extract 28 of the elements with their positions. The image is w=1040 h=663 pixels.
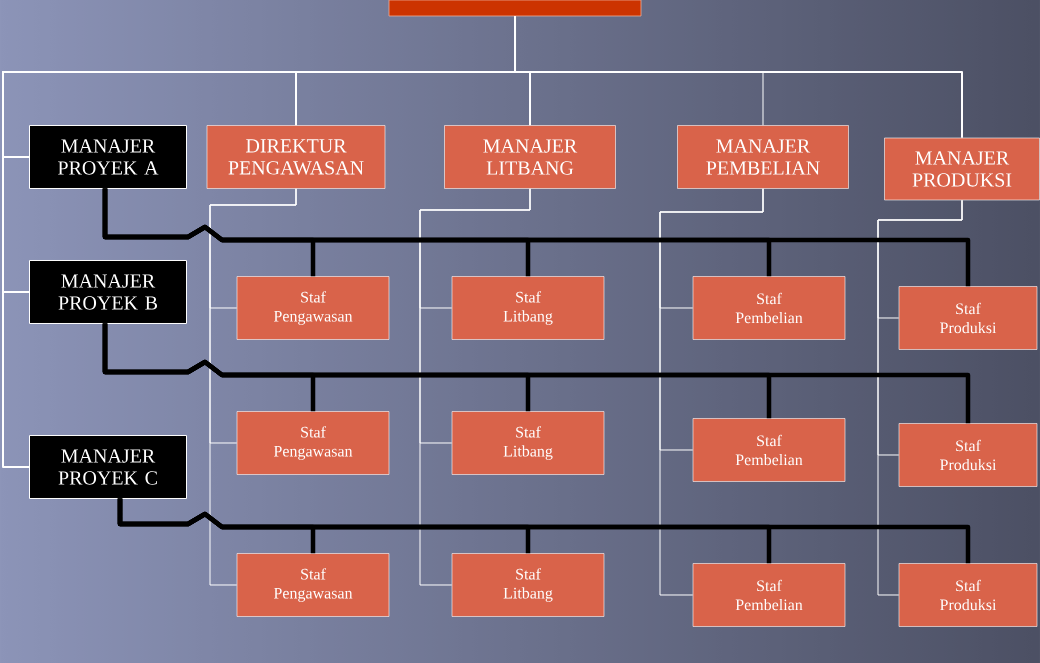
connector-line [102,323,971,424]
staff-box: Staf Litbang [451,276,605,340]
project-manager-box: MANAJER PROYEK C [29,435,187,499]
staff-box: Staf Pengawasan [236,553,390,617]
staff-box: Staf Pengawasan [236,411,390,475]
connector-line [659,188,764,596]
connector-line [117,498,971,564]
manager-box: MANAJER PEMBELIAN [677,125,849,189]
connector-line [419,188,531,586]
staff-box: Staf Pembelian [692,276,846,340]
project-manager-box: MANAJER PROYEK B [29,260,187,324]
top-box [388,0,642,17]
connector-line [102,188,971,287]
staff-box: Staf Pembelian [692,563,846,627]
staff-box: Staf Produksi [898,286,1038,350]
staff-box: Staf Litbang [451,553,605,617]
project-manager-box: MANAJER PROYEK A [29,125,187,189]
staff-box: Staf Pengawasan [236,276,390,340]
manager-box: MANAJER PRODUKSI [884,137,1040,201]
manager-box: MANAJER LITBANG [444,125,616,189]
staff-box: Staf Produksi [898,563,1038,627]
connector-line [514,15,963,139]
staff-box: Staf Litbang [451,411,605,475]
staff-box: Staf Pembelian [692,418,846,482]
connector-line [209,188,297,586]
connector-line [877,199,963,596]
manager-box: DIREKTUR PENGAWASAN [206,125,386,189]
staff-box: Staf Produksi [898,423,1038,487]
